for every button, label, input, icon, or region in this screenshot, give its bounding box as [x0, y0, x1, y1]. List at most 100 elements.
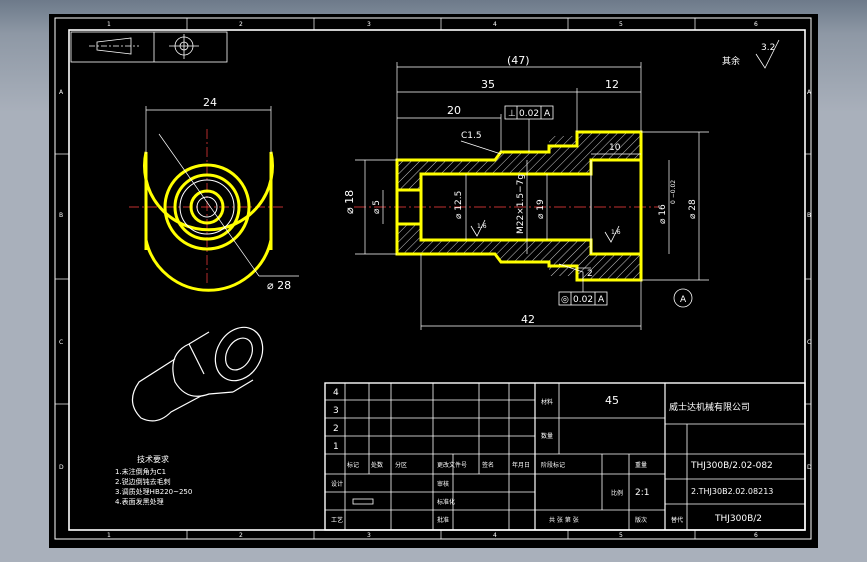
- zone-col-2: 2: [239, 21, 243, 28]
- roughness-1-value: 1.6: [477, 223, 487, 230]
- end-view-outer-profile: [143, 151, 274, 292]
- header-sign: 签名: [482, 461, 494, 469]
- datum-circle: [673, 288, 693, 308]
- end-view-width-dim: 24: [203, 96, 217, 109]
- row-process: 工艺: [331, 516, 343, 524]
- dim-chamfer: C1.5: [461, 131, 482, 141]
- tech-req-line-2: 2.锐边倒钝去毛刺: [115, 477, 171, 486]
- dim-len-42: 42: [521, 313, 535, 326]
- label-sheets: 共 张 第 张: [549, 516, 579, 524]
- dim-len-2: 2: [587, 269, 593, 279]
- roughness-note: 其余 3.2: [722, 39, 780, 69]
- label-quantity: 数量: [541, 432, 553, 440]
- drawing-sheet[interactable]: 1 2 3 4 5 6 1 2 3 4 5 6 A B C D A B C D …: [49, 14, 818, 548]
- zone-col-4: 4: [493, 21, 497, 28]
- roughness-mark-1: 1.6: [470, 219, 487, 237]
- end-view-diameter-dim: ⌀ 28: [267, 279, 291, 292]
- zone-col-1: 1: [107, 21, 111, 28]
- header-count: 处数: [371, 461, 383, 469]
- header-zone: 分区: [395, 461, 407, 469]
- zone-col-5-bottom: 5: [619, 532, 623, 539]
- conc-symbol: ◎: [561, 295, 569, 305]
- title-block: [324, 382, 806, 531]
- zone-row-d-right: D: [807, 464, 812, 471]
- perp-symbol: ⊥: [508, 109, 516, 119]
- isometric-view: [131, 326, 264, 422]
- header-date: 年月日: [512, 461, 530, 469]
- roughness-2-value: 1.6: [611, 229, 621, 236]
- dim-dia-5: ⌀ 5: [372, 200, 382, 214]
- zone-row-a: A: [59, 89, 64, 96]
- projection-symbol: [70, 31, 228, 63]
- perp-tolerance-frame: ⊥ 0.02 A: [504, 105, 554, 152]
- zone-col-3-bottom: 3: [367, 532, 371, 539]
- perp-value: 0.02: [519, 109, 539, 119]
- rev-row-2: 2: [333, 424, 339, 434]
- assembly-code: THJ300B/2: [714, 514, 762, 524]
- zone-row-d: D: [59, 464, 64, 471]
- zone-markers: [55, 18, 811, 539]
- tech-requirements: 技术要求 1.未注倒角为C1 2.锐边倒钝去毛刺 3.调质处理HB220~250…: [115, 454, 192, 506]
- zone-col-6-bottom: 6: [754, 532, 758, 539]
- perp-datum: A: [544, 109, 551, 119]
- dim-len-20: 20: [447, 104, 461, 117]
- dim-len-10: 10: [609, 143, 621, 153]
- datum-label: A: [680, 295, 687, 305]
- end-view-ring-1: [163, 163, 251, 251]
- material-value: 45: [605, 394, 619, 407]
- section-hatch-upper: [397, 132, 641, 190]
- zone-col-1-bottom: 1: [107, 532, 111, 539]
- rev-row-1: 1: [333, 442, 339, 452]
- tech-req-title: 技术要求: [137, 454, 169, 464]
- dim-thread: M22×1.5−7g: [516, 174, 526, 234]
- dim-dia-16: ⌀ 16: [658, 204, 668, 224]
- label-replace: 替代: [671, 516, 683, 524]
- header-mark: 标记: [347, 461, 359, 469]
- zone-row-c-right: C: [807, 339, 811, 346]
- company-name: 威士达机械有限公司: [669, 401, 750, 413]
- row-review: 审核: [437, 480, 449, 488]
- section-hatch-lower: [397, 224, 641, 280]
- conc-value: 0.02: [573, 295, 593, 305]
- end-view-bore: [189, 189, 225, 225]
- end-view: 24 ⌀ 28: [129, 96, 299, 292]
- dim-dia-12-5: ⌀ 12.5: [454, 191, 464, 219]
- dim-dia-28: ⌀ 28: [688, 199, 698, 219]
- zone-col-2-bottom: 2: [239, 532, 243, 539]
- roughness-mark-2: 1.6: [604, 225, 621, 243]
- conc-tolerance-frame: ◎ 0.02 A: [558, 263, 608, 306]
- dim-dia-19: ⌀ 19: [536, 199, 546, 219]
- row-standard: 标准化: [437, 498, 455, 506]
- roughness-note-symbol: [755, 39, 780, 69]
- zone-row-a-right: A: [807, 89, 812, 96]
- dim-overall-length: (47): [507, 54, 530, 67]
- section-view: (47) 35 12 20 ⊥ 0.02 A C1.5 10: [343, 54, 709, 330]
- label-scale: 比例: [611, 489, 623, 497]
- dim-len-35: 35: [481, 78, 495, 91]
- end-view-ring-2: [173, 173, 241, 241]
- zone-col-3: 3: [367, 21, 371, 28]
- label-material: 材料: [541, 398, 553, 406]
- tech-req-line-3: 3.调质处理HB220~250: [115, 487, 192, 496]
- zone-col-4-bottom: 4: [493, 532, 497, 539]
- label-weight: 重量: [635, 461, 647, 469]
- row-design: 设计: [331, 480, 343, 488]
- dim-dia-16-tol: 0 −0.02: [670, 180, 677, 204]
- zone-row-b-right: B: [807, 212, 811, 219]
- outer-border: [54, 17, 812, 540]
- zone-labels: 1 2 3 4 5 6 1 2 3 4 5 6 A B C D A B C D: [59, 21, 812, 539]
- drawing-number: THJ300B/2.02-082: [690, 461, 773, 471]
- header-change-doc: 更改文件号: [437, 461, 467, 469]
- row-approve: 批准: [437, 516, 449, 524]
- zone-row-b: B: [59, 212, 63, 219]
- drawing-canvas[interactable]: 1 2 3 4 5 6 1 2 3 4 5 6 A B C D A B C D …: [49, 14, 818, 548]
- label-version: 版次: [635, 516, 647, 524]
- roughness-note-value: 3.2: [761, 43, 775, 53]
- zone-row-c: C: [59, 339, 63, 346]
- part-code: 2.THJ30B2.02.08213: [691, 487, 773, 496]
- roughness-note-label: 其余: [722, 55, 740, 67]
- tech-req-line-4: 4.表面发黑处理: [115, 497, 164, 506]
- dim-dia-18: ⌀ 18: [343, 190, 356, 214]
- zone-col-6: 6: [754, 21, 758, 28]
- title-block-text: 4 3 2 1 标记 处数 分区 更改文件号 签名 年月日 设计 审核 工艺 批…: [331, 388, 773, 524]
